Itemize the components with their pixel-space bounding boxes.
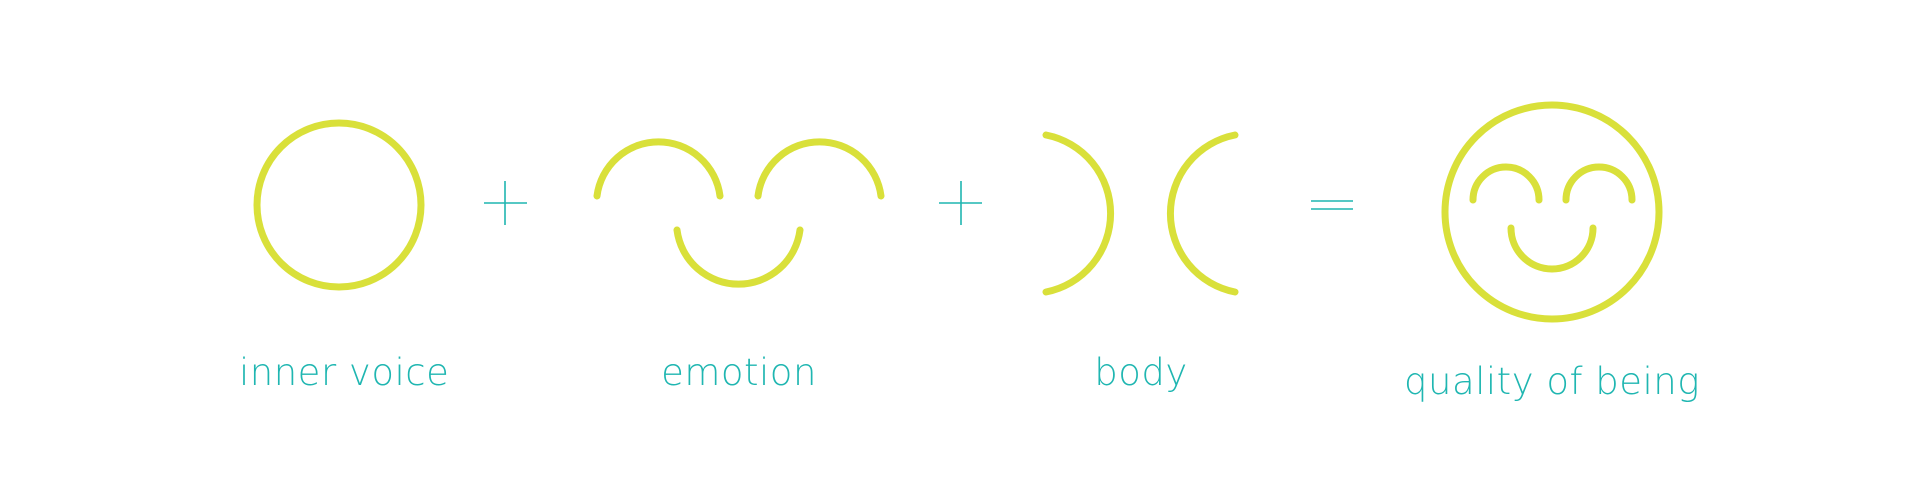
inner-voice-label: inner voice (239, 351, 450, 394)
emotion-icon (593, 138, 885, 288)
smiley-mouth (1507, 224, 1597, 273)
emotion-bottom-arc (673, 226, 804, 288)
body-label: body (1094, 351, 1188, 394)
quality-of-being-label: quality of being (1404, 360, 1700, 403)
smiley-left-eye (1469, 163, 1543, 204)
body-right-arc (1166, 131, 1239, 296)
inner-voice-icon (253, 119, 425, 291)
smiley-face-outline (1441, 101, 1663, 323)
inner-voice-circle (253, 119, 425, 291)
emotion-right-arc (754, 138, 885, 200)
plus-icon-1 (484, 181, 527, 225)
smiley-right-eye (1562, 163, 1636, 204)
equals-icon (1311, 200, 1353, 210)
quality-of-being-icon (1441, 101, 1663, 323)
plus-icon-2 (939, 181, 982, 225)
emotion-left-arc (593, 138, 724, 200)
emotion-label: emotion (661, 351, 817, 394)
body-left-arc (1042, 131, 1115, 296)
body-icon (1042, 131, 1239, 296)
